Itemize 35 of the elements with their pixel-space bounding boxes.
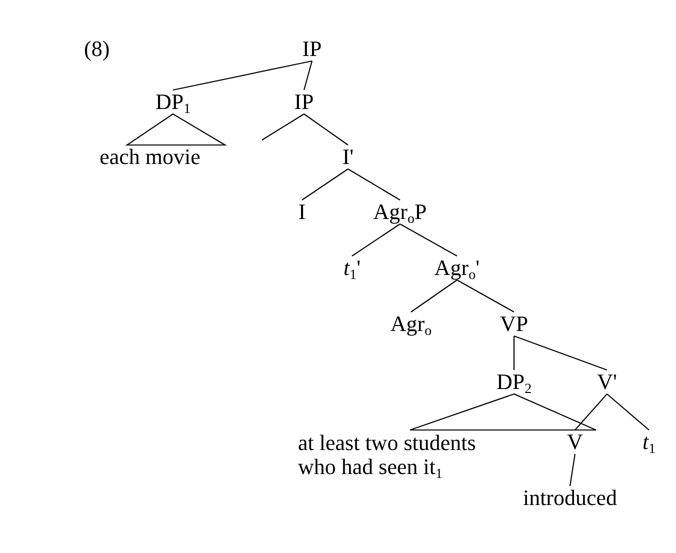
tree-node-label: I — [298, 201, 306, 223]
tree-node-label: Agr$_{o}$ — [390, 313, 432, 335]
tree-branch-line — [352, 224, 400, 256]
tree-branch-line — [400, 224, 458, 256]
tree-node-label: VP — [500, 313, 528, 335]
tree-branch-line — [302, 168, 348, 200]
tree-branch-line — [514, 335, 608, 371]
tree-node-label: t$_{1}$ — [642, 431, 656, 453]
tree-node-label: t$_{1}$' — [343, 257, 361, 279]
tree-branch-line — [262, 114, 304, 140]
tree-branch-line — [348, 168, 400, 200]
example-number: (8) — [84, 38, 110, 60]
tree-node-label: V' — [597, 371, 617, 393]
triangle-branch — [125, 113, 227, 146]
tree-branch-line — [569, 454, 576, 486]
tree-node-label: I' — [342, 146, 354, 168]
tree-node-label: Agr$_{o}$P — [373, 201, 427, 223]
tree-branch-line — [456, 280, 514, 312]
tree-node-label: IP — [294, 91, 314, 113]
tree-branch-line — [303, 60, 313, 90]
tree-branch-line — [304, 114, 348, 146]
tree-node-label: at least two students who had seen it$_{1}$ — [298, 431, 513, 479]
tree-node-label: DP$_{1}$ — [155, 91, 191, 113]
tree-branch-line — [574, 394, 608, 430]
tree-branch-line — [172, 60, 312, 91]
tree-branch-line — [606, 394, 650, 430]
tree-node-label: introduced — [522, 487, 618, 509]
tree-node-label: V — [567, 431, 583, 453]
tree-node-label: DP$_{2}$ — [496, 371, 532, 393]
tree-node-label: each movie — [100, 146, 200, 168]
tree-branch-line — [410, 280, 458, 312]
tree-node-label: Agr$_{o}$' — [434, 257, 480, 279]
triangle-branch — [409, 393, 597, 431]
tree-branch-line — [513, 336, 515, 370]
tree-node-label: IP — [302, 38, 322, 60]
